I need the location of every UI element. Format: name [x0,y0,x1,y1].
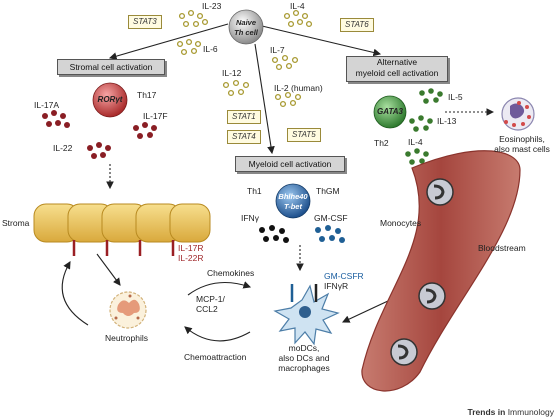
cytokine-cluster-il2 [274,91,302,108]
modcs-line2: also DCs and [278,353,330,363]
neutrophils-label: Neutrophils [105,333,148,343]
il23-label: IL-23 [202,1,222,11]
chemoattraction-label: Chemoattraction [184,352,247,362]
eosinophil-icon [501,97,535,131]
stat1-box: STAT1 [227,110,261,124]
cytokine-cluster-il13 [409,115,433,132]
modcs-line1: moDCs, [288,343,320,353]
eos-line1: Eosinophils, [499,134,545,144]
stromal-activation-box: Stromal cell activation [57,59,165,75]
cytokine-cluster-il5 [419,88,443,104]
gmcsfr-label: GM-CSFR [324,271,364,281]
rorgt-cell-icon [92,82,128,118]
il17f-label: IL-17F [143,111,168,121]
gata3-label: GATA3 [377,107,403,116]
eosinophils-label: Eosinophils, also mast cells [490,134,554,154]
cytokine-cluster-il12 [222,79,250,97]
il2-label: IL-2 (human) [274,83,323,93]
mcp1-line1: MCP-1/ [196,294,225,304]
bloodstream-label: Bloodstream [478,243,526,253]
il4-top-label: IL-4 [290,1,305,11]
cytokine-cluster-il6 [176,38,202,56]
journal-footer: Trends in Immunology [468,407,554,417]
rorgt-label: RORγt [97,95,123,104]
chemokines-label: Chemokines [207,268,255,278]
journal-name-bold: Trends in [467,407,506,417]
stat4-box: STAT4 [227,130,261,144]
naive-th-cell-icon [228,9,264,45]
th2-label: Th2 [374,138,389,148]
alternative-line1: Alternative [376,57,418,67]
mcp1-label: MCP-1/ CCL2 [196,294,225,314]
alternative-activation-box: Alternative myeloid cell activation [346,56,448,82]
il4-right-label: IL-4 [408,137,423,147]
il5-label: IL-5 [448,92,463,102]
myeloid-activation-box: Myeloid cell activation [235,156,345,172]
cytokine-cluster-il4-right [405,148,429,165]
cytokine-cluster-il23 [178,9,209,28]
il6-label: IL-6 [203,44,218,54]
modcs-label: moDCs, also DCs and macrophages [272,343,336,373]
stat3-box: STAT3 [128,15,162,29]
bhlhe40-line2: T-bet [284,202,302,211]
th1-label: Th1 [247,186,262,196]
cytokine-cluster-il17a [42,110,70,128]
il12-label: IL-12 [222,68,242,78]
il13-label: IL-13 [437,116,457,126]
il22-label: IL-22 [53,143,73,153]
cytokine-cluster-ifng [259,225,289,243]
arrows [61,23,495,342]
eos-line2: also mast cells [494,144,550,154]
cytokine-cluster-gmcsf [315,225,345,243]
neutrophil-icon [109,291,147,329]
naive-line1: Naive [235,18,256,27]
modc-icon [273,284,340,346]
bhlhe40-label: Bhlhe40 T-bet [273,192,313,212]
stroma-icon [33,203,211,256]
bloodstream-icon [361,150,521,392]
cytokine-cluster-il7 [271,54,299,71]
stat6-box: STAT6 [340,18,374,32]
cytokine-cluster-il22 [87,142,111,159]
il7-label: IL-7 [270,45,285,55]
journal-name-rest: Immunology [505,407,554,417]
gmcsf-label: GM-CSF [314,213,348,223]
th17-label: Th17 [137,90,157,100]
cytokine-cluster-il4-top [283,9,313,28]
stroma-label: Stroma [2,218,30,228]
il17a-label: IL-17A [34,100,60,110]
il17r-label: IL-17R [178,243,204,253]
bhlhe40-tbet-cell-icon [275,183,311,219]
ifngr-label: IFNγR [324,281,349,291]
il22r-label: IL-22R [178,253,204,263]
cytokine-cluster-il17f [133,122,157,139]
thgm-label: ThGM [316,186,340,196]
mcp1-line2: CCL2 [196,304,218,314]
alternative-line2: myeloid cell activation [355,68,439,78]
bhlhe40-line1: Bhlhe40 [278,192,308,201]
monocytes-label: Monocytes [380,218,422,228]
modcs-line3: macrophages [278,363,330,373]
naive-line2: Th cell [234,28,258,37]
naive-th-cell-label: Naive Th cell [226,18,266,38]
stat5-box: STAT5 [287,128,321,142]
gata3-cell-icon [373,95,407,129]
ifng-label: IFNγ [241,213,259,223]
